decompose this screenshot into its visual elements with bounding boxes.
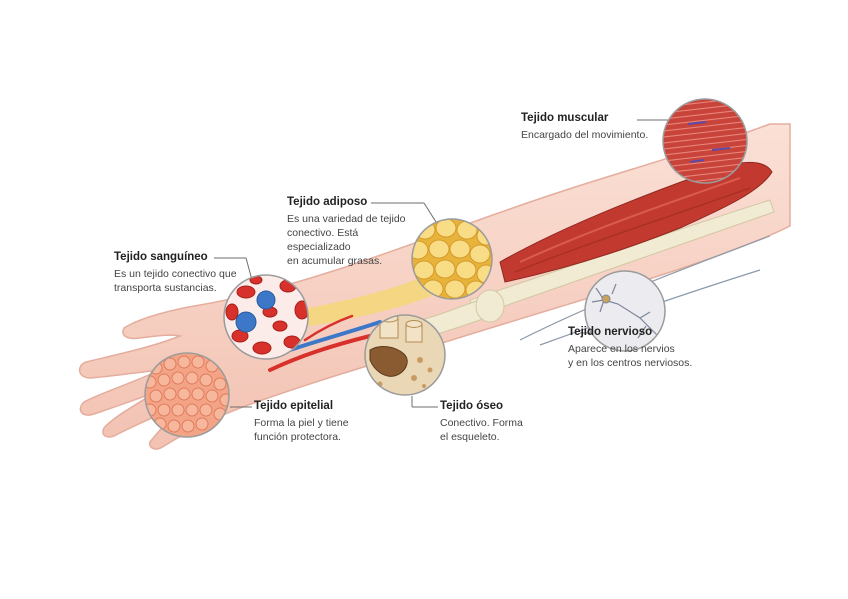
label-sanguineo-desc-2: transporta sustancias. bbox=[114, 282, 217, 294]
epithelial-tissue-zoom bbox=[144, 352, 230, 438]
label-nervioso-title: Tejido nervioso bbox=[568, 326, 653, 338]
biceps-muscle bbox=[499, 162, 773, 283]
label-adiposo: Tejido adiposo Es una variedad de tejido… bbox=[287, 196, 406, 268]
label-adiposo-desc-4: en acumular grasas. bbox=[287, 255, 383, 267]
label-adiposo-desc-2: conectivo. Está bbox=[287, 227, 359, 239]
bone-tissue-zoom bbox=[364, 314, 446, 396]
label-nervioso-desc-1: Aparece en los nervios bbox=[568, 343, 675, 355]
label-adiposo-desc-3: especializado bbox=[287, 241, 351, 253]
blood-vessels bbox=[268, 314, 382, 372]
label-sanguineo-desc-1: Es un tejido conectivo que bbox=[114, 268, 237, 280]
label-muscular-desc: Encargado del movimiento. bbox=[521, 129, 649, 141]
label-muscular-title: Tejido muscular bbox=[521, 112, 609, 124]
label-nervioso-desc-2: y en los centros nerviosos. bbox=[568, 357, 693, 369]
label-nervioso: Tejido nervioso Aparece en los nervios y… bbox=[568, 326, 692, 370]
nerve-tissue-zoom bbox=[584, 270, 666, 352]
label-epitelial-desc-1: Forma la piel y tiene bbox=[254, 417, 349, 429]
label-epitelial-desc-2: función protectora. bbox=[254, 431, 341, 443]
label-oseo-desc-1: Conectivo. Forma bbox=[440, 417, 523, 429]
label-oseo-title: Tejido óseo bbox=[440, 400, 504, 412]
label-epitelial: Tejido epitelial Forma la piel y tiene f… bbox=[254, 400, 349, 444]
label-epitelial-title: Tejido epitelial bbox=[254, 400, 334, 412]
label-muscular: Tejido muscular Encargado del movimiento… bbox=[521, 112, 648, 142]
label-sanguineo-title: Tejido sanguíneo bbox=[114, 251, 208, 263]
label-adiposo-desc-1: Es una variedad de tejido bbox=[287, 213, 406, 225]
muscle-tissue-zoom bbox=[662, 98, 748, 184]
label-oseo: Tejido óseo Conectivo. Forma el esquelet… bbox=[440, 400, 523, 444]
fat-layer bbox=[300, 278, 432, 326]
label-oseo-desc-2: el esqueleto. bbox=[440, 431, 500, 443]
label-sanguineo: Tejido sanguíneo Es un tejido conectivo … bbox=[114, 251, 237, 295]
label-adiposo-title: Tejido adiposo bbox=[287, 196, 368, 208]
